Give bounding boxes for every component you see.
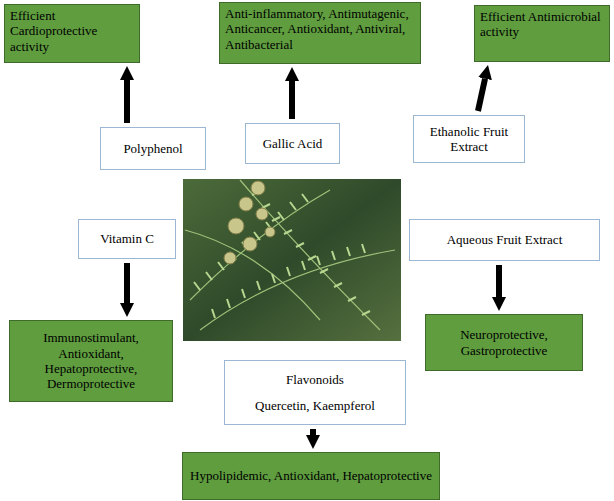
- node-text: Immunostimulant, Antioxidant, Hepatoprot…: [15, 330, 167, 391]
- effect-box: Efficient Antimicrobial activity: [474, 5, 610, 62]
- node-text: Aqueous Fruit Extract: [415, 232, 594, 247]
- effect-box: Immunostimulant, Antioxidant, Hepatoprot…: [9, 320, 173, 402]
- node-text: Flavonoids: [230, 372, 400, 387]
- node-text: Neuroprotective, Gastroprotective: [431, 327, 577, 358]
- block-arrow: [496, 265, 502, 297]
- node-text: Quercetin, Kaempferol: [230, 398, 400, 413]
- source-box: Polyphenol: [100, 127, 206, 170]
- source-box: Vitamin C: [78, 219, 176, 259]
- photo-ground: [183, 179, 401, 341]
- node-text: Gallic Acid: [251, 136, 334, 151]
- node-text: Hypolipidemic, Antioxidant, Hepatoprotec…: [188, 468, 434, 483]
- node-text: Anti-inflammatory, Antimutagenic, Antica…: [225, 6, 415, 52]
- block-arrow: [124, 80, 130, 123]
- source-box: Aqueous Fruit Extract: [409, 219, 600, 261]
- node-text: Polyphenol: [106, 141, 200, 156]
- leaflets: [194, 191, 370, 318]
- node-text: Ethanolic Fruit Extract: [419, 124, 519, 155]
- node-text: Vitamin C: [84, 231, 170, 246]
- effect-box: Anti-inflammatory, Antimutagenic, Antica…: [219, 2, 421, 64]
- node-text: Efficient Antimicrobial activity: [480, 9, 604, 40]
- effect-box: Neuroprotective, Gastroprotective: [425, 314, 583, 371]
- source-box: Ethanolic Fruit Extract: [413, 115, 525, 163]
- effect-box: Efficient Cardioprotective activity: [4, 4, 140, 63]
- node-text: Efficient Cardioprotective activity: [10, 8, 134, 54]
- source-box: FlavonoidsQuercetin, Kaempferol: [224, 360, 406, 425]
- fruits: [224, 181, 275, 264]
- block-arrow: [310, 429, 316, 435]
- block-arrow: [289, 81, 295, 119]
- block-arrow: [478, 79, 485, 111]
- source-box: Gallic Acid: [245, 123, 340, 164]
- effect-box: Hypolipidemic, Antioxidant, Hepatoprotec…: [182, 452, 440, 500]
- leaf-fronds: [185, 180, 395, 330]
- block-arrow: [124, 263, 130, 303]
